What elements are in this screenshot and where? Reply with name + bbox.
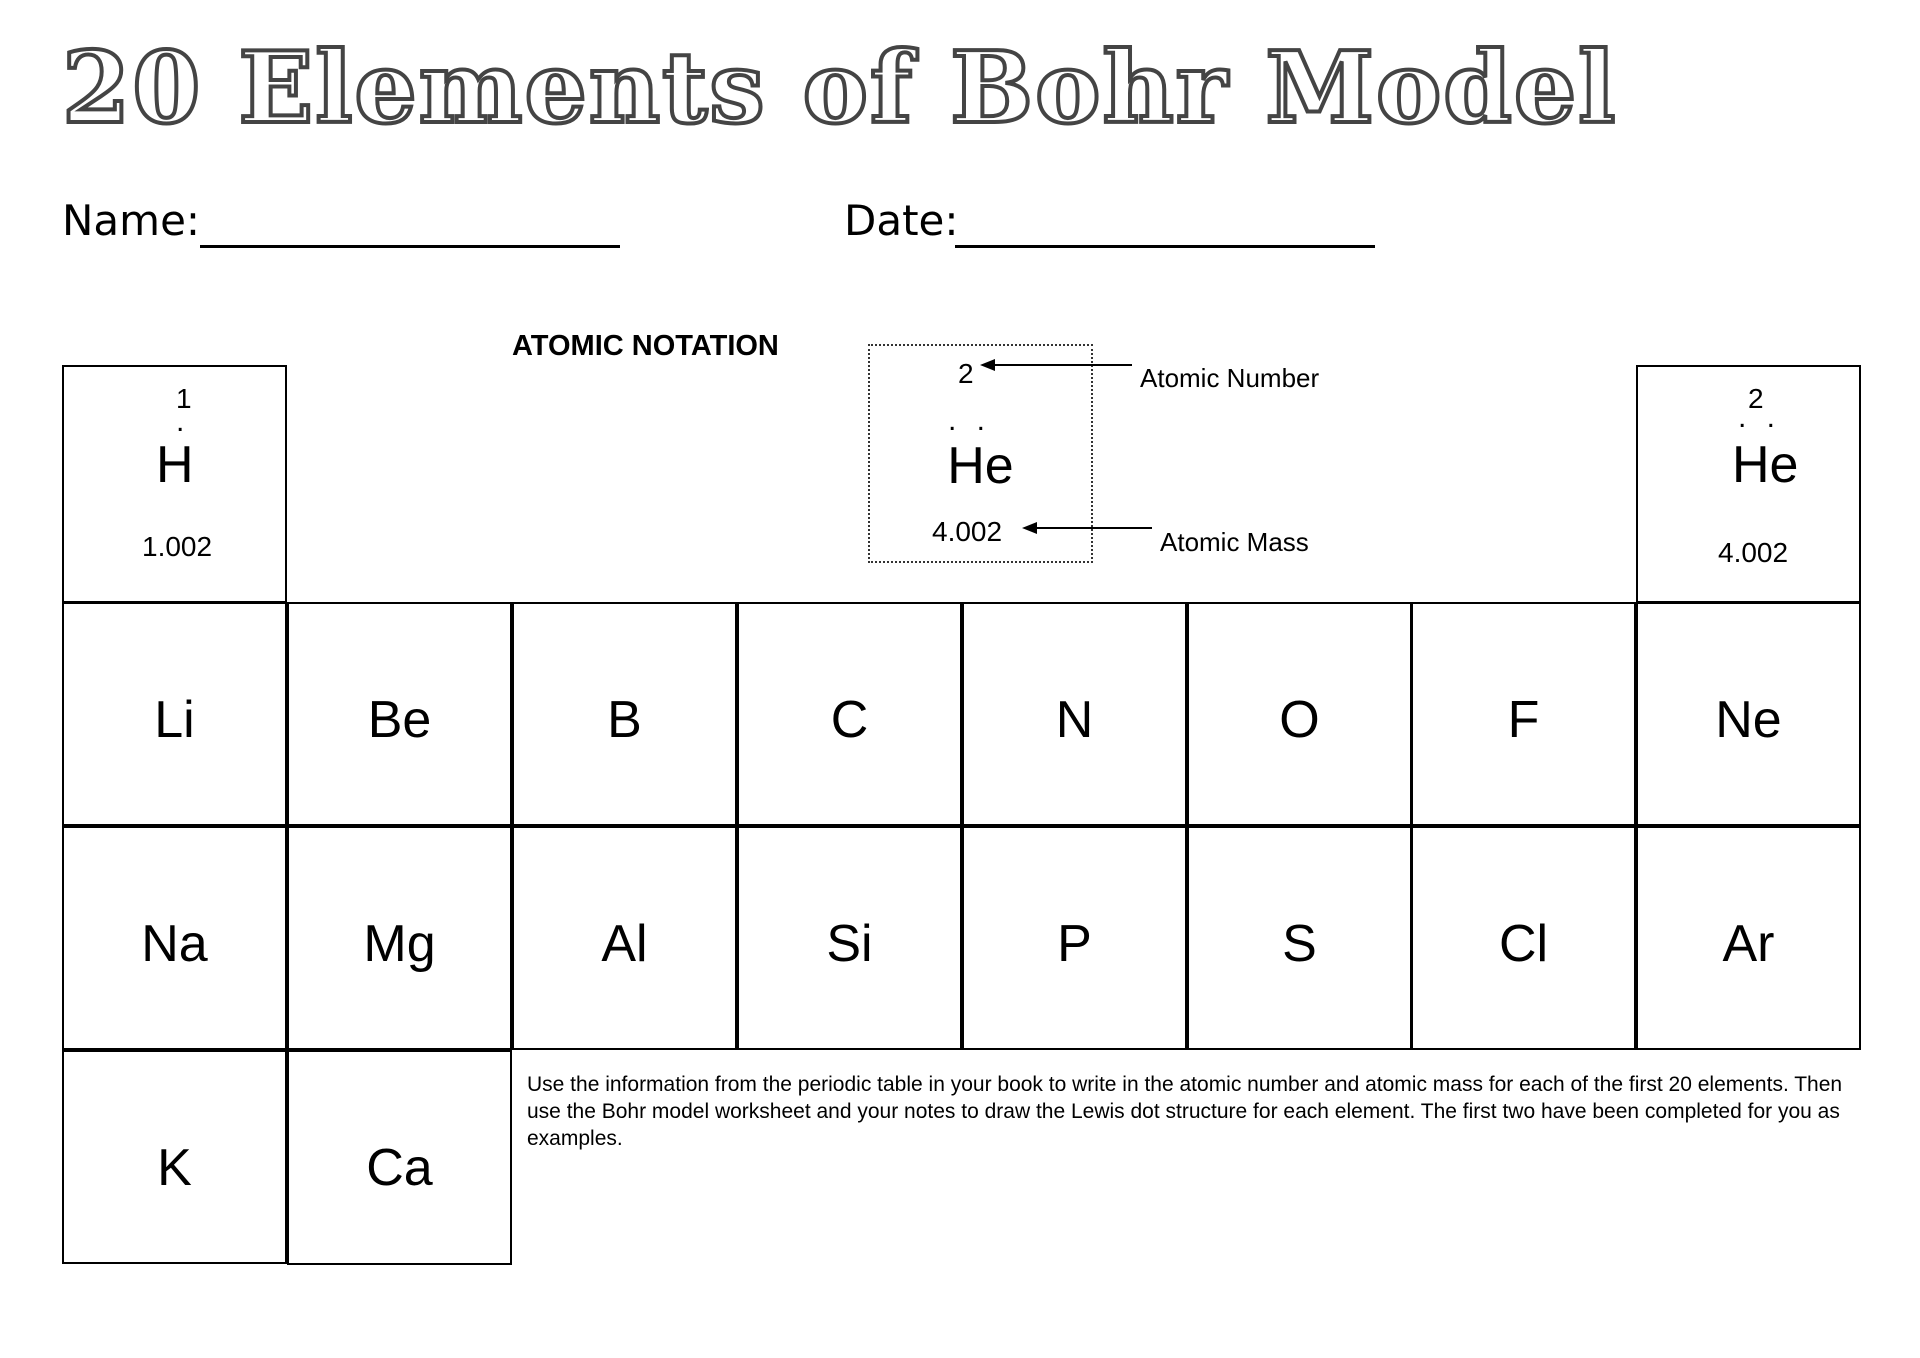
element-cell-ne[interactable]: Ne: [1636, 602, 1861, 826]
atomic-mass-arrowhead: [1022, 522, 1037, 534]
al-symbol: Al: [601, 915, 648, 973]
example-atomic-mass: 4.002: [932, 516, 1003, 547]
atomic-notation-heading: ATOMIC NOTATION: [512, 330, 779, 362]
element-cell-si[interactable]: Si: [737, 826, 962, 1050]
example-atomic-number: 2: [958, 358, 974, 389]
element-cell-he[interactable]: 2 . . He 4.002: [1636, 365, 1861, 603]
cl-symbol: Cl: [1498, 915, 1549, 973]
ar-symbol: Ar: [1722, 915, 1775, 973]
ne-symbol: Ne: [1715, 691, 1782, 749]
date-field[interactable]: [955, 245, 1375, 248]
element-cell-cl[interactable]: Cl: [1411, 826, 1636, 1050]
atomic-number-label: Atomic Number: [1140, 363, 1320, 393]
h-lewis-dots: .: [176, 405, 191, 438]
element-cell-f[interactable]: F: [1411, 602, 1636, 826]
atomic-mass-label: Atomic Mass: [1160, 527, 1309, 557]
atomic-number-arrowhead: [980, 359, 995, 371]
b-symbol: B: [607, 691, 642, 749]
he-atomic-mass: 4.002: [1718, 537, 1789, 568]
element-cell-ca[interactable]: Ca: [287, 1050, 512, 1265]
f-symbol: F: [1507, 691, 1540, 749]
instructions-text: Use the information from the periodic ta…: [527, 1073, 1843, 1150]
name-label: Name:: [62, 196, 201, 245]
n-symbol: N: [1055, 691, 1094, 749]
h-symbol: H: [156, 436, 194, 494]
mg-symbol: Mg: [363, 915, 436, 973]
element-cell-h[interactable]: 1 . H 1.002: [62, 365, 287, 603]
he-symbol: He: [1732, 436, 1799, 494]
element-cell-al[interactable]: Al: [512, 826, 737, 1050]
example-lewis-dots: . .: [948, 404, 992, 437]
si-symbol: Si: [826, 915, 873, 973]
worksheet-title: 20 Elements of Bohr Model: [60, 31, 1618, 146]
he-atomic-number: 2: [1748, 383, 1764, 414]
example-symbol: He: [947, 437, 1014, 495]
h-atomic-mass: 1.002: [142, 531, 213, 562]
k-symbol: K: [157, 1139, 192, 1197]
he-lewis-dots: . .: [1738, 401, 1782, 434]
o-symbol: O: [1279, 691, 1320, 749]
h-atomic-number: 1: [176, 383, 192, 414]
element-cell-ar[interactable]: Ar: [1636, 826, 1861, 1050]
element-cell-k[interactable]: K: [62, 1050, 287, 1264]
element-cell-b[interactable]: B: [512, 602, 737, 826]
li-symbol: Li: [154, 691, 195, 749]
be-symbol: Be: [367, 691, 432, 749]
name-field[interactable]: [200, 245, 620, 248]
element-cell-li[interactable]: Li: [62, 602, 287, 826]
atomic-notation-example: 2 . . He 4.002: [868, 344, 1093, 563]
element-cell-o[interactable]: O: [1187, 602, 1412, 826]
date-label: Date:: [844, 196, 959, 245]
element-cell-p[interactable]: P: [962, 826, 1187, 1050]
s-symbol: S: [1282, 915, 1317, 973]
p-symbol: P: [1057, 915, 1092, 973]
element-cell-s[interactable]: S: [1187, 826, 1412, 1050]
element-cell-na[interactable]: Na: [62, 826, 287, 1050]
na-symbol: Na: [141, 915, 208, 973]
element-cell-be[interactable]: Be: [287, 602, 512, 826]
c-symbol: C: [830, 691, 869, 749]
element-cell-n[interactable]: N: [962, 602, 1187, 826]
ca-symbol: Ca: [366, 1139, 433, 1197]
element-cell-c[interactable]: C: [737, 602, 962, 826]
element-cell-mg[interactable]: Mg: [287, 826, 512, 1050]
